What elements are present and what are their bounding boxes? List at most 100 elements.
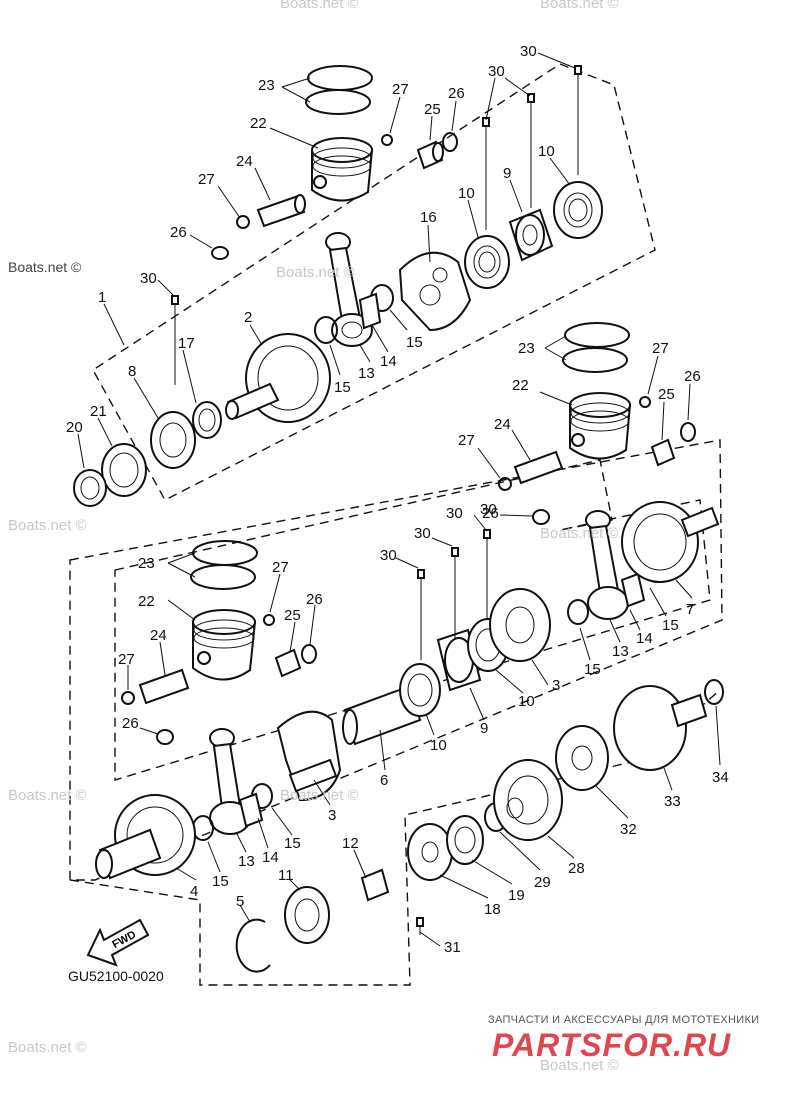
callout: 30 [520,43,537,60]
crank-pin-upper [358,292,382,330]
seal-19 [446,815,484,865]
watermark: Boats.net © [276,264,355,281]
callout: 7 [686,601,694,618]
ring-nut-20 [73,469,107,507]
callout: 30 [480,501,497,518]
callout: 22 [512,377,529,394]
washer-mid-2 [680,422,696,442]
watermark: Boats.net © [8,787,87,804]
callout: 34 [712,769,729,786]
callout: 3 [328,807,336,824]
bearing-low-10a [399,663,441,717]
watermark: Boats.net © [540,0,619,12]
watermark: Boats.net © [8,517,87,534]
callout: 4 [190,883,198,900]
callout: 9 [503,165,511,182]
brand-logo: PARTSFOR.RU [492,1027,731,1063]
group-frame-2 [69,439,723,881]
callout: 1 [98,289,106,306]
crank-pin-mid [620,572,646,608]
callout: 28 [568,860,585,877]
callout: 25 [658,386,675,403]
connecting-rod-mid [585,510,629,620]
circlip-upper-2 [381,134,393,146]
callout: 5 [236,893,244,910]
callout: 25 [284,607,301,624]
callout: 15 [334,379,351,396]
watermark: Boats.net © [540,1057,619,1074]
thrust-washer-mid-a [567,599,589,625]
small-end-bearing-upper [416,140,444,170]
coupler-33 [613,685,708,771]
callout: 31 [444,939,461,956]
callout: 27 [272,559,289,576]
watermark: Boats.net © [8,259,82,275]
piston-pin-upper [256,194,306,228]
callout: 27 [198,171,215,188]
circlip-upper-1 [236,215,250,229]
watermark: Boats.net © [8,1039,87,1056]
brand-tagline: ЗАПЧАСТИ И АКСЕССУАРЫ ДЛЯ МОТОТЕХНИКИ [488,1014,759,1026]
leader-lines [77,52,721,947]
piston-pin-low [138,668,190,705]
callout: 32 [620,821,637,838]
callout: 23 [518,340,535,357]
watermarks: Boats.net © Boats.net © Boats.net © Boat… [8,0,619,1074]
small-end-bearing-mid [650,438,676,467]
rubber-damper-32 [555,725,609,791]
thrust-washer-upper-a [314,316,338,344]
bearing-17 [192,401,222,439]
piston-ring-low-b [190,564,256,590]
callout: 24 [494,416,511,433]
callout-labels: 30 30 30 23 27 26 25 22 24 27 9 10 10 26… [66,43,729,956]
group-frame-1 [92,63,656,501]
callout: 26 [306,591,323,608]
callout: 30 [414,525,431,542]
callout: 15 [406,334,423,351]
watermark: Boats.net © [540,525,619,542]
circlip-low-1 [121,691,135,705]
callout: 10 [458,185,475,202]
washer-34 [704,679,724,705]
piston-upper [311,137,374,202]
callout: 13 [358,365,375,382]
circlip-5 [235,918,271,973]
callout: 15 [584,661,601,678]
callout: 27 [652,340,669,357]
callout: 22 [138,593,155,610]
thrust-washer-low-a [192,815,214,841]
brand-block: ЗАПЧАСТИ И АКСЕССУАРЫ ДЛЯ МОТОТЕХНИКИ PA… [488,1014,759,1063]
callout: 8 [128,363,136,380]
crankshaft-end-mid [621,501,720,583]
callout: 20 [66,419,83,436]
callout: 27 [118,651,135,668]
callout: 13 [612,643,629,660]
callout: 6 [380,772,388,789]
callout: 26 [122,715,139,732]
callout: 24 [236,153,253,170]
callout: 10 [518,693,535,710]
callout: 25 [424,101,441,118]
callout: 17 [178,335,195,352]
callout: 15 [662,617,679,634]
callout: 30 [380,547,397,564]
flywheel-28 [493,759,563,841]
labyrinth-seal-upper [508,208,554,262]
fwd-arrow-icon: FWD [86,918,150,967]
callout: 19 [508,887,525,904]
callout: 26 [482,505,499,522]
circlip-low-2 [263,614,275,626]
callout: 23 [258,77,275,94]
plate-18 [407,823,453,881]
callout: 13 [238,853,255,870]
callout: 29 [534,874,551,891]
callout: 30 [488,63,505,80]
crank-web-upper [398,251,472,332]
bearing-upper-10a [464,235,510,289]
callout: 26 [448,85,465,102]
callout: 9 [480,720,488,737]
piston-ring-mid-b [562,347,628,373]
bearing-8 [150,411,196,469]
piston-ring-upper-b [305,89,371,115]
